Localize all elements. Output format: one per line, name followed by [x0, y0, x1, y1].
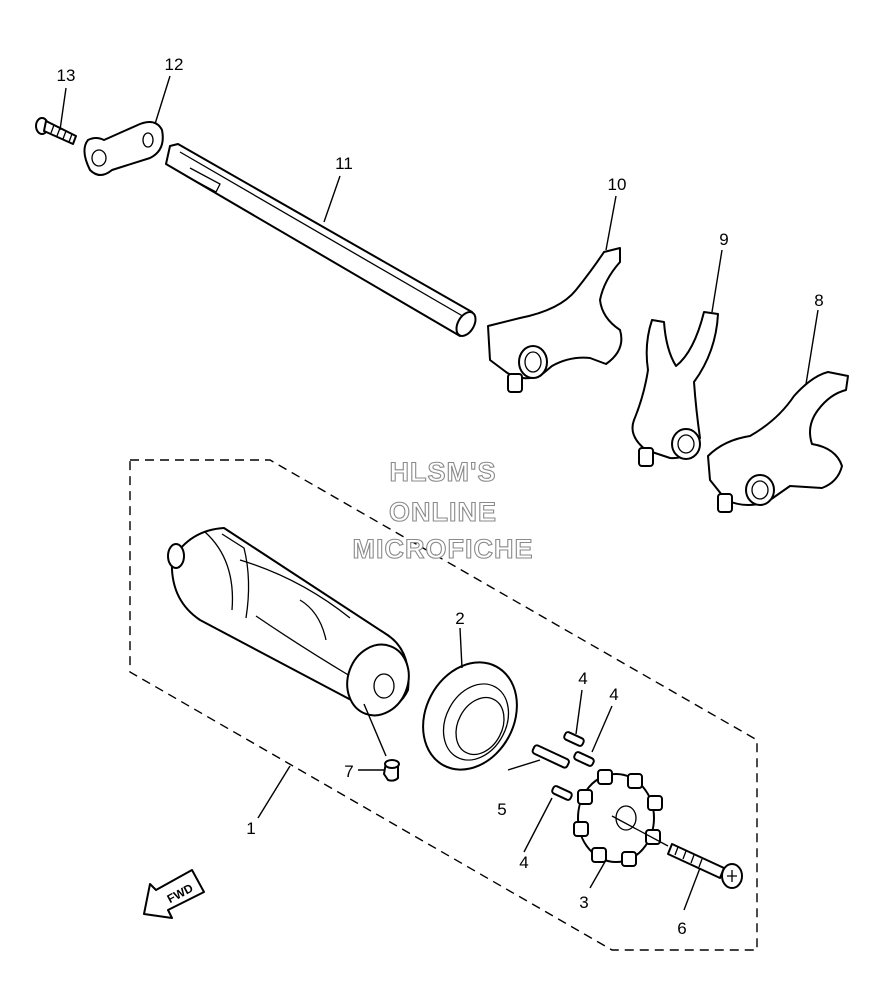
- part-4-pin-c: [551, 785, 573, 801]
- part-9-fork: [631, 311, 719, 467]
- part-1-shift-drum: [167, 527, 410, 717]
- callout-2: 2: [455, 609, 464, 628]
- callout-12: 12: [165, 55, 184, 74]
- callout-4-bottom: 4: [519, 853, 528, 872]
- watermark-line-2: ONLINE: [389, 497, 497, 527]
- callout-10: 10: [608, 175, 627, 194]
- callout-9: 9: [719, 230, 728, 249]
- callout-8: 8: [814, 291, 823, 310]
- fwd-arrow-icon: FWD: [143, 869, 205, 919]
- callout-6: 6: [677, 919, 686, 938]
- part-2-bearing: [422, 661, 518, 771]
- callout-11: 11: [335, 154, 353, 173]
- callout-4-right: 4: [609, 685, 618, 704]
- part-5-pin: [531, 744, 570, 769]
- part-8-fork: [707, 371, 849, 513]
- callout-5: 5: [497, 800, 506, 819]
- part-12-lever: [83, 121, 164, 176]
- callout-13: 13: [57, 66, 76, 85]
- part-3-segment: [573, 769, 663, 867]
- part-4-pin-a: [563, 731, 585, 747]
- callout-3: 3: [579, 893, 588, 912]
- part-13-screw: [35, 117, 77, 145]
- part-7-screw: [383, 759, 400, 782]
- callout-7: 7: [344, 762, 353, 781]
- watermark-line-1: HLSM'S: [390, 457, 497, 487]
- part-4-pin-b: [573, 751, 595, 767]
- part-6-bolt: [611, 815, 743, 889]
- assembly-boundary: [129, 459, 758, 951]
- callout-4-top: 4: [578, 669, 587, 688]
- watermark-line-3: MICROFICHE: [353, 534, 534, 564]
- callout-1: 1: [246, 819, 255, 838]
- part-10-fork: [487, 247, 623, 393]
- part-11-shaft: [165, 143, 477, 337]
- leader-lines: [59, 75, 819, 911]
